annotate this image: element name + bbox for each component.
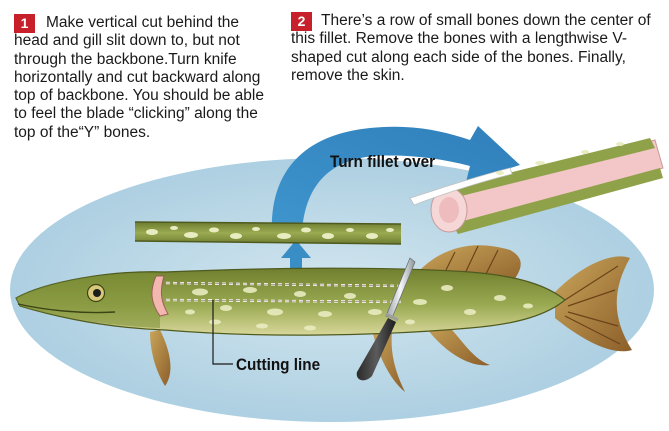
step-1-badge: 1 xyxy=(14,14,35,33)
turn-fillet-label: Turn fillet over xyxy=(330,152,435,172)
step-1-text: Make vertical cut behind the head and gi… xyxy=(14,14,274,142)
cutting-line-label: Cutting line xyxy=(236,355,320,375)
step-2-text: There’s a row of small bones down the ce… xyxy=(291,12,661,85)
step-1-instructions: 1 Make vertical cut behind the head and … xyxy=(14,14,274,142)
step-2-badge: 2 xyxy=(291,12,312,31)
fillet-piece xyxy=(135,222,401,244)
step-2-instructions: 2 There’s a row of small bones down the … xyxy=(291,12,661,85)
